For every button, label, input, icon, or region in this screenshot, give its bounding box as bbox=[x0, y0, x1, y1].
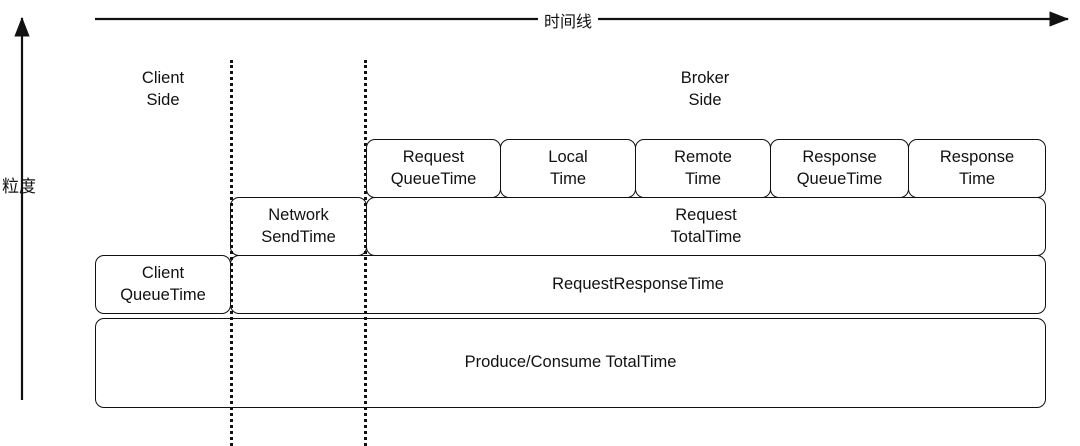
box-local-time-label: Local Time bbox=[548, 148, 588, 188]
box-response-queue-time[interactable]: Response QueueTime bbox=[770, 139, 909, 198]
box-response-time-label: Response Time bbox=[939, 148, 1015, 188]
box-produce-consume-total-time[interactable]: Produce/Consume TotalTime bbox=[95, 318, 1046, 408]
box-local-time[interactable]: Local Time bbox=[500, 139, 636, 198]
client-side-label: Client Side bbox=[141, 69, 185, 109]
box-request-total-time-label: Request TotalTime bbox=[670, 206, 742, 246]
box-remote-time-label: Remote Time bbox=[674, 148, 732, 188]
broker-boundary-dotted-line bbox=[364, 60, 367, 446]
box-remote-time[interactable]: Remote Time bbox=[635, 139, 771, 198]
box-request-total-time[interactable]: Request TotalTime bbox=[366, 197, 1046, 256]
box-network-send-time-label: Network SendTime bbox=[261, 206, 336, 246]
broker-side-label: Broker Side bbox=[680, 69, 730, 109]
box-response-queue-time-label: Response QueueTime bbox=[796, 148, 883, 188]
timeline-axis-label: 时间线 bbox=[538, 8, 599, 32]
box-client-queue-time-label: Client QueueTime bbox=[120, 264, 206, 304]
box-produce-consume-total-time-label: Produce/Consume TotalTime bbox=[464, 353, 677, 372]
box-request-queue-time[interactable]: Request QueueTime bbox=[366, 139, 501, 198]
box-response-time[interactable]: Response Time bbox=[908, 139, 1046, 198]
box-request-response-time[interactable]: RequestResponseTime bbox=[230, 255, 1046, 314]
box-request-queue-time-label: Request QueueTime bbox=[390, 148, 477, 188]
box-client-queue-time[interactable]: Client QueueTime bbox=[95, 255, 231, 314]
granularity-axis-label: 粒度 bbox=[2, 177, 36, 196]
client-boundary-dotted-line bbox=[230, 60, 233, 446]
box-network-send-time[interactable]: Network SendTime bbox=[230, 197, 367, 256]
box-request-response-time-label: RequestResponseTime bbox=[552, 274, 724, 293]
